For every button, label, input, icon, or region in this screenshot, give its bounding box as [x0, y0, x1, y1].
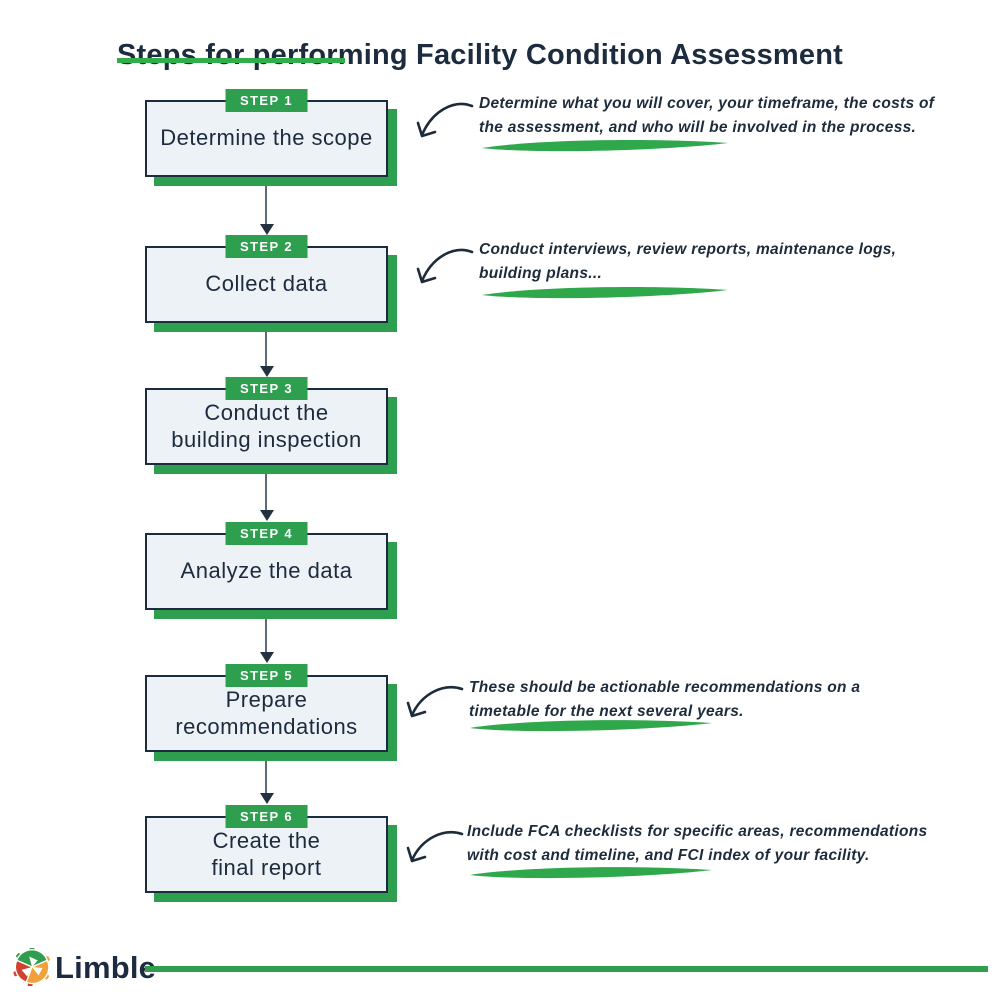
step-box-4: STEP 4 Analyze the data: [145, 522, 397, 619]
note-step-1: Determine what you will cover, your time…: [479, 95, 935, 137]
step-card: Collect data: [145, 246, 388, 323]
step-badge: STEP 4: [225, 522, 308, 545]
curved-arrow-left-icon: [416, 102, 474, 138]
down-arrow-head-icon: [260, 510, 274, 521]
step-box-5: STEP 5 Prepare recommendations: [145, 664, 397, 761]
step-box-6: STEP 6 Create the final report: [145, 805, 397, 902]
green-brush-underline: [482, 287, 728, 299]
step-box-2: STEP 2 Collect data: [145, 235, 397, 332]
down-arrow-connector: [265, 619, 267, 652]
step-box-1: STEP 1 Determine the scope: [145, 89, 397, 186]
step-card: Analyze the data: [145, 533, 388, 610]
down-arrow-head-icon: [260, 793, 274, 804]
down-arrow-connector: [265, 474, 267, 510]
down-arrow-connector: [265, 186, 267, 224]
step-badge: STEP 6: [225, 805, 308, 828]
note-step-2: Conduct interviews, review reports, main…: [479, 241, 897, 283]
step-card: Prepare recommendations: [145, 675, 388, 752]
step-card: Determine the scope: [145, 100, 388, 177]
step-box-3: STEP 3 Conduct the building inspection: [145, 377, 397, 474]
step-label: Prepare recommendations: [175, 686, 358, 739]
down-arrow-head-icon: [260, 652, 274, 663]
page-title: Steps for performing Facility Condition …: [117, 39, 843, 72]
limble-gear-icon: [13, 948, 50, 986]
curved-arrow-left-icon: [406, 686, 464, 718]
note-step-5: These should be actionable recommendatio…: [469, 679, 861, 721]
green-brush-underline: [469, 720, 713, 732]
step-label: Create the final report: [211, 827, 322, 880]
title-underline: [117, 58, 345, 63]
step-badge: STEP 5: [225, 664, 308, 687]
down-arrow-connector: [265, 761, 267, 793]
step-label: Determine the scope: [160, 125, 373, 151]
green-brush-underline: [469, 867, 713, 879]
curved-arrow-left-icon: [406, 831, 464, 863]
curved-arrow-left-icon: [416, 248, 474, 284]
footer-divider-line: [145, 966, 988, 972]
step-card: Conduct the building inspection: [145, 388, 388, 465]
step-label: Analyze the data: [180, 558, 353, 584]
green-brush-underline: [482, 140, 728, 152]
brand-name: Limble: [55, 950, 157, 985]
down-arrow-head-icon: [260, 224, 274, 235]
note-step-6: Include FCA checklists for specific area…: [467, 823, 928, 865]
down-arrow-head-icon: [260, 366, 274, 377]
step-badge: STEP 2: [225, 235, 308, 258]
step-label: Conduct the building inspection: [171, 399, 362, 452]
step-label: Collect data: [205, 271, 328, 297]
step-badge: STEP 3: [225, 377, 308, 400]
down-arrow-connector: [265, 332, 267, 366]
step-badge: STEP 1: [225, 89, 308, 112]
step-card: Create the final report: [145, 816, 388, 893]
